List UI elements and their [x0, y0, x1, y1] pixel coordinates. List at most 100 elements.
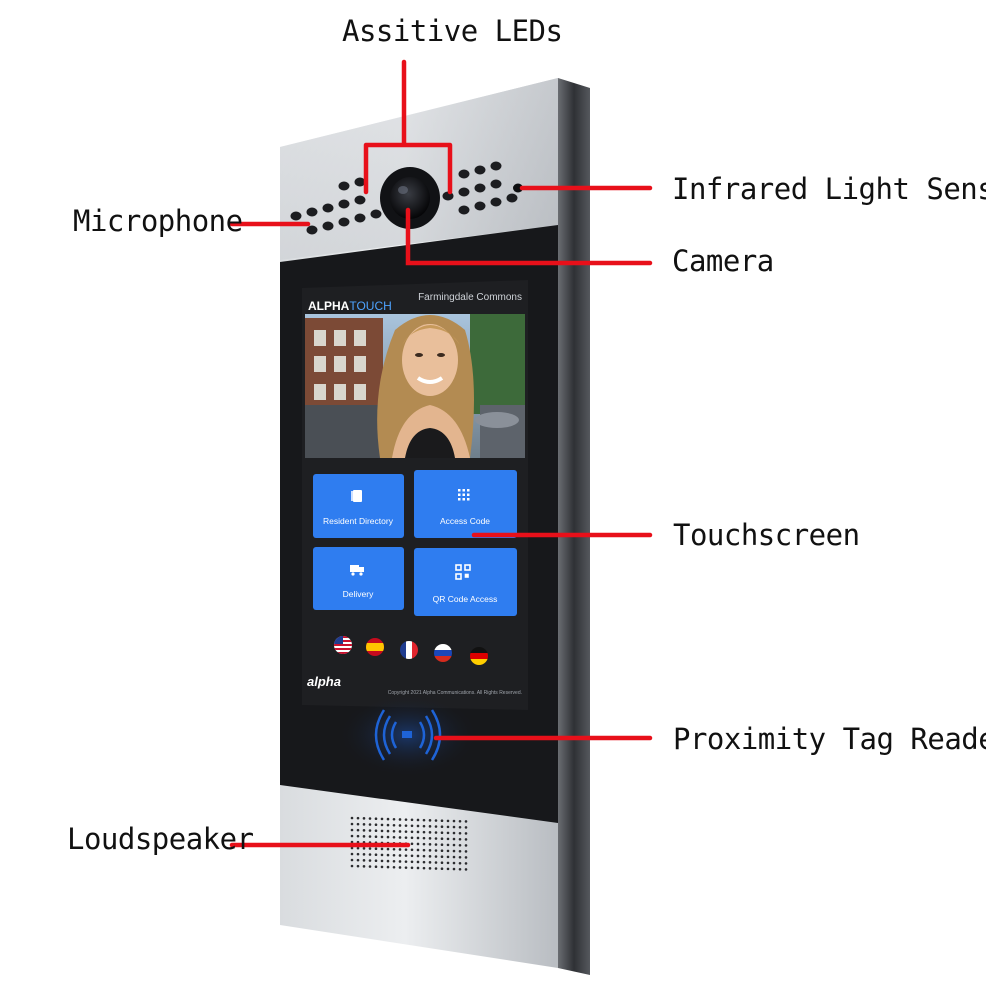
label-touchscreen: Touchscreen: [673, 518, 860, 552]
footer-logo: alpha: [307, 674, 341, 689]
speaker-hole: [374, 859, 378, 863]
speaker-hole: [434, 861, 438, 864]
speaker-hole: [410, 848, 414, 852]
speaker-hole: [350, 840, 354, 844]
speaker-hole: [380, 865, 384, 869]
speaker-hole: [428, 861, 432, 864]
speaker-hole: [380, 835, 384, 839]
flag-france-icon[interactable]: [400, 641, 418, 659]
copyright-text: Copyright 2021 Alpha Communications. All…: [388, 690, 522, 696]
speaker-hole: [458, 861, 462, 865]
speaker-hole: [386, 823, 390, 827]
speaker-hole: [422, 830, 426, 834]
label-microphone: Microphone: [73, 204, 243, 238]
speaker-hole: [446, 843, 450, 847]
speaker-hole: [464, 844, 468, 847]
speaker-hole: [368, 823, 372, 826]
speaker-hole: [380, 847, 384, 851]
flag-us-icon[interactable]: [334, 636, 352, 654]
speaker-hole: [374, 817, 378, 821]
speaker-hole: [386, 865, 390, 869]
speaker-hole: [374, 865, 378, 869]
speaker-hole: [368, 835, 372, 838]
speaker-hole: [458, 831, 462, 835]
speaker-hole: [464, 826, 468, 829]
speaker-hole: [362, 835, 366, 838]
speaker-hole: [416, 830, 420, 834]
speaker-hole: [362, 823, 366, 826]
speaker-hole: [446, 819, 450, 823]
speaker-hole: [428, 867, 432, 870]
access-code-button[interactable]: Access Code: [414, 470, 517, 538]
speaker-hole: [404, 866, 408, 869]
speaker-hole: [440, 825, 444, 828]
speaker-hole: [452, 861, 456, 865]
speaker-hole: [416, 854, 420, 858]
resident-directory-label: Resident Directory: [323, 516, 394, 526]
speaker-hole: [362, 817, 366, 820]
speaker-hole: [356, 828, 360, 832]
speaker-hole: [428, 825, 432, 828]
delivery-button[interactable]: Delivery: [313, 547, 404, 610]
language-flags[interactable]: [334, 636, 488, 665]
flag-russia-icon[interactable]: [434, 644, 452, 662]
speaker-hole: [440, 849, 444, 852]
truck-icon: [350, 565, 364, 576]
speaker-hole: [452, 837, 456, 841]
speaker-hole: [422, 848, 426, 852]
speaker-hole: [350, 816, 354, 820]
resident-directory-button[interactable]: Resident Directory: [313, 474, 404, 538]
speaker-hole: [404, 836, 408, 839]
speaker-hole: [440, 867, 444, 870]
speaker-hole: [434, 855, 438, 858]
speaker-hole: [410, 818, 414, 822]
speaker-hole: [458, 825, 462, 829]
speaker-hole: [368, 829, 372, 832]
speaker-hole: [380, 859, 384, 863]
speaker-hole: [416, 818, 420, 822]
speaker-hole: [434, 837, 438, 840]
speaker-hole: [380, 823, 384, 827]
speaker-hole: [374, 829, 378, 833]
speaker-hole: [410, 836, 414, 840]
speaker-hole: [428, 819, 432, 822]
label-loudspeaker: Loudspeaker: [67, 822, 254, 856]
speaker-hole: [452, 843, 456, 847]
flag-germany-icon[interactable]: [470, 647, 488, 665]
label-infrared-sensor: Infrared Light Sensor: [672, 172, 986, 206]
speaker-hole: [356, 864, 360, 868]
speaker-hole: [428, 837, 432, 840]
speaker-hole: [392, 817, 396, 821]
speaker-hole: [392, 859, 396, 863]
speaker-hole: [422, 842, 426, 846]
speaker-hole: [380, 853, 384, 857]
speaker-hole: [350, 852, 354, 856]
qr-code-access-button[interactable]: QR Code Access: [414, 548, 517, 616]
speaker-hole: [368, 817, 372, 820]
speaker-hole: [446, 849, 450, 853]
speaker-hole: [446, 861, 450, 865]
speaker-hole: [392, 853, 396, 857]
speaker-hole: [410, 866, 414, 870]
flag-spain-icon[interactable]: [366, 638, 384, 656]
speaker-hole: [368, 865, 372, 868]
speaker-hole: [434, 867, 438, 870]
speaker-hole: [446, 837, 450, 841]
contactless-icon[interactable]: [374, 709, 442, 761]
speaker-hole: [416, 824, 420, 828]
qr-code-access-label: QR Code Access: [433, 594, 498, 604]
speaker-hole: [458, 819, 462, 823]
speaker-hole: [386, 847, 390, 851]
speaker-hole: [410, 842, 414, 846]
speaker-hole: [392, 823, 396, 827]
speaker-hole: [350, 858, 354, 862]
touchscreen[interactable]: ALPHATOUCH Farmingdale Commons: [302, 280, 528, 710]
speaker-hole: [350, 846, 354, 850]
camera-preview-image: [305, 314, 525, 458]
qr-code-icon: [455, 564, 471, 580]
speaker-hole: [440, 819, 444, 822]
speaker-hole: [392, 829, 396, 833]
speaker-hole: [398, 818, 402, 821]
speaker-hole: [404, 848, 408, 851]
